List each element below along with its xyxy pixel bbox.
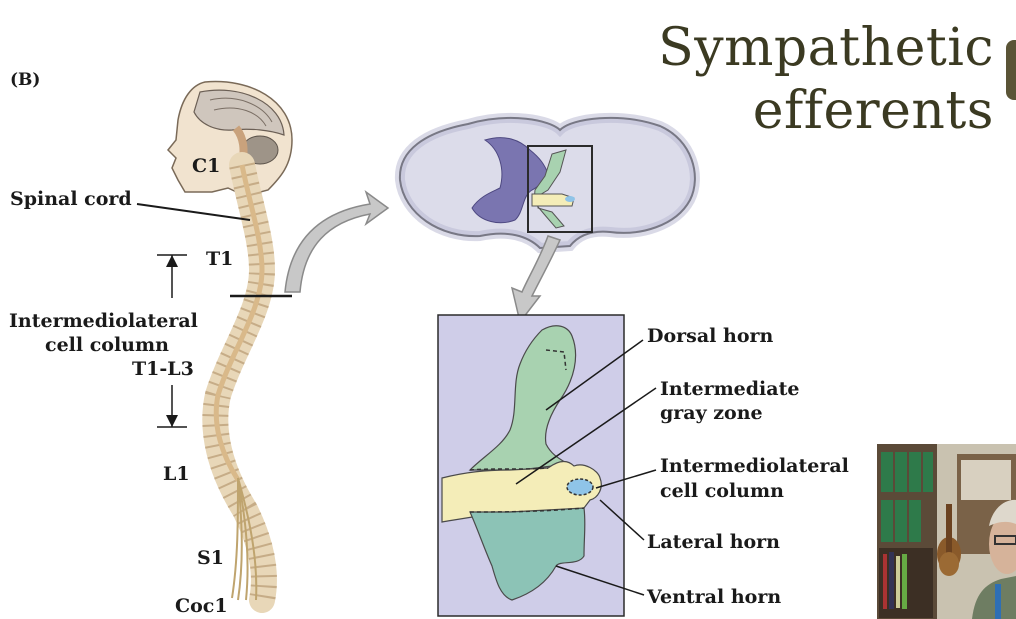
spinal-column bbox=[202, 152, 277, 613]
label-t1: T1 bbox=[206, 248, 234, 270]
detail-pointers bbox=[515, 339, 657, 596]
decorative-edge-shape bbox=[1006, 40, 1016, 100]
panel-label: (B) bbox=[10, 70, 41, 90]
label-l1: L1 bbox=[163, 463, 190, 485]
label-column-line1: Intermediolateral bbox=[9, 310, 198, 332]
label-coc1: Coc1 bbox=[175, 595, 228, 617]
label-column-line3: T1-L3 bbox=[132, 358, 194, 380]
label-s1: S1 bbox=[197, 547, 224, 569]
down-arrow-icon bbox=[510, 235, 562, 324]
webcam-video bbox=[877, 444, 1016, 619]
label-iml-line2: cell column bbox=[660, 480, 784, 502]
label-column-line2: cell column bbox=[45, 334, 169, 356]
label-intermediate-line2: gray zone bbox=[660, 402, 763, 424]
spinal-cord-pointer bbox=[136, 203, 251, 221]
slide-title-line1: Sympathetic bbox=[658, 18, 994, 78]
slide-title-line2: efferents bbox=[752, 81, 994, 141]
label-c1: C1 bbox=[192, 155, 221, 177]
label-iml-line1: Intermediolateral bbox=[660, 455, 849, 477]
range-bracket bbox=[157, 254, 187, 428]
curved-arrow-icon bbox=[284, 190, 390, 293]
label-lateral-horn: Lateral horn bbox=[647, 531, 780, 553]
webcam-scene bbox=[877, 444, 1016, 619]
cord-cross-section bbox=[394, 112, 700, 254]
gray-matter-detail bbox=[437, 314, 625, 617]
label-ventral-horn: Ventral horn bbox=[647, 586, 782, 608]
label-intermediate-line1: Intermediate bbox=[660, 378, 800, 400]
label-spinal-cord: Spinal cord bbox=[10, 188, 132, 210]
label-dorsal-horn: Dorsal horn bbox=[647, 325, 774, 347]
head-illustration bbox=[166, 80, 293, 197]
